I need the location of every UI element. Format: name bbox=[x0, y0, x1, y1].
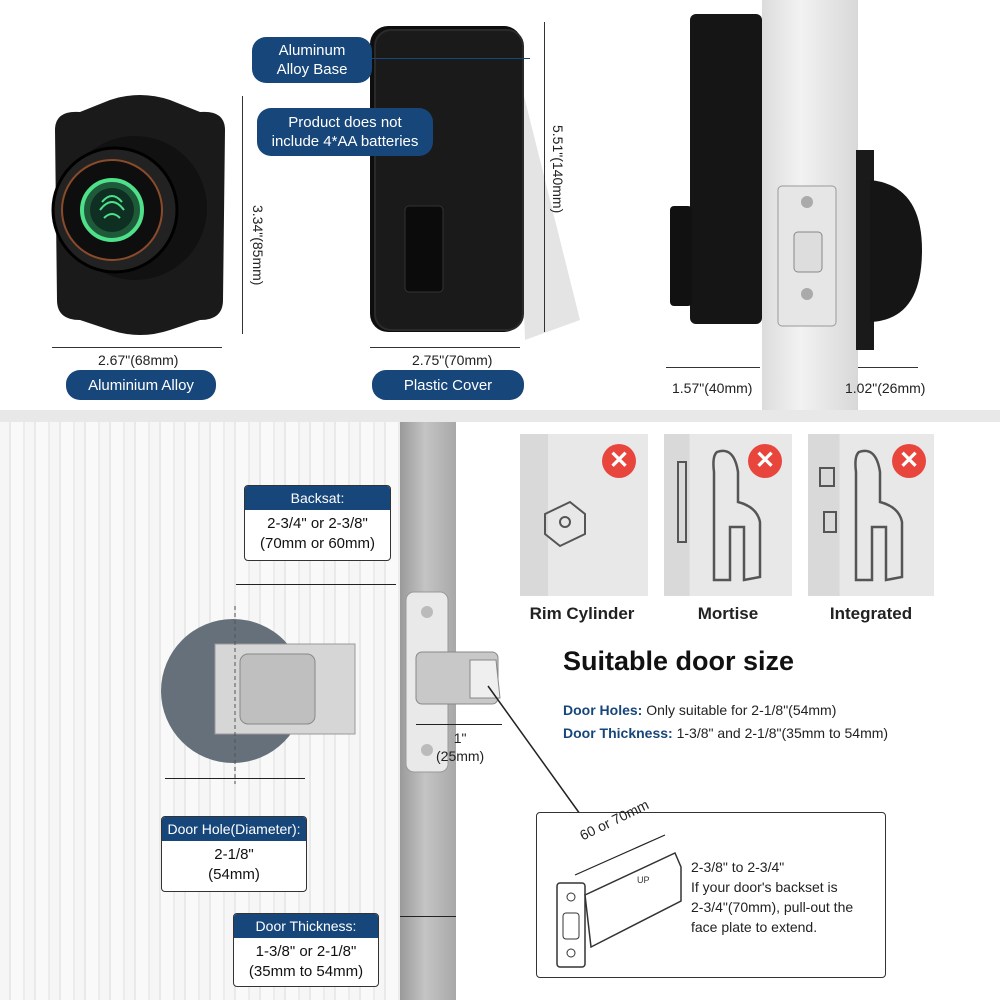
door-thickness-label: Door Thickness: bbox=[563, 725, 673, 741]
aluminum-base-leader bbox=[372, 58, 530, 59]
door-holes-spec: Door Holes: Only suitable for 2-1/8"(54m… bbox=[563, 702, 836, 718]
door-thickness-line bbox=[400, 916, 456, 917]
plastic-cover-callout: Plastic Cover bbox=[372, 370, 524, 400]
rim-cylinder-icon bbox=[544, 500, 586, 548]
x-icon: ✕ bbox=[892, 444, 926, 478]
rim-cylinder-label: Rim Cylinder bbox=[529, 604, 635, 623]
x-icon: ✕ bbox=[748, 444, 782, 478]
front-width-line bbox=[52, 347, 222, 348]
backset-title: Backsat: bbox=[245, 486, 390, 510]
lock-side-view-image bbox=[670, 14, 922, 350]
backset-box: Backsat: 2-3/4" or 2-3/8" (70mm or 60mm) bbox=[244, 485, 391, 561]
integrated-label: Integrated bbox=[829, 604, 913, 623]
adjustable-latch-image bbox=[556, 834, 682, 968]
no-batteries-callout: Product does not include 4*AA batteries bbox=[257, 108, 433, 156]
section-divider bbox=[0, 410, 1000, 422]
lock-rear-unit-image bbox=[370, 26, 580, 340]
aluminium-alloy-callout: Aluminium Alloy bbox=[66, 370, 216, 400]
door-thickness-spec: Door Thickness: 1-3/8" and 2-1/8"(35mm t… bbox=[563, 725, 888, 741]
backset-value: 2-3/4" or 2-3/8" (70mm or 60mm) bbox=[259, 515, 375, 552]
backset-line bbox=[236, 584, 396, 585]
mortise-label: Mortise bbox=[697, 604, 759, 623]
door-holes-label: Door Holes: bbox=[563, 702, 643, 718]
mortise-handle-icon bbox=[677, 449, 762, 582]
door-thickness-value: 1-3/8" or 2-1/8" (35mm to 54mm) bbox=[248, 943, 364, 980]
door-hole-value: 2-1/8" (54mm) bbox=[208, 846, 260, 883]
front-height-line bbox=[242, 96, 243, 334]
latch-dim: 1" (25mm) bbox=[436, 730, 485, 764]
front-width-dim: 2.67"(68mm) bbox=[98, 352, 179, 368]
latch-detail-box: 60 or 70mm UP 2-3/8" to 2-3/4" If your d… bbox=[536, 796, 886, 978]
door-hole-image bbox=[161, 606, 356, 784]
mortise-card: ✕ bbox=[664, 434, 792, 596]
side-left-dim: 1.57"(40mm) bbox=[672, 380, 753, 396]
latch-leader-line bbox=[487, 685, 581, 815]
keypad-width-line bbox=[370, 347, 520, 348]
suitable-title: Suitable door size bbox=[563, 646, 795, 676]
keypad-height-line bbox=[544, 22, 545, 332]
latch-dim-line bbox=[416, 724, 502, 725]
integrated-card: ✕ bbox=[808, 434, 934, 596]
rim-cylinder-card: ✕ bbox=[520, 434, 648, 596]
side-right-dim: 1.02"(26mm) bbox=[845, 380, 926, 396]
door-thickness-box: Door Thickness: 1-3/8" or 2-1/8" (35mm t… bbox=[233, 913, 379, 987]
side-left-line bbox=[666, 367, 760, 368]
latch-instructions: 2-3/8" to 2-3/4" If your door's backset … bbox=[691, 859, 854, 935]
integrated-handle-icon bbox=[819, 449, 904, 582]
top-product-section: 3.34"(85mm) 2.67"(68mm) Aluminium Alloy … bbox=[0, 0, 1000, 410]
fingerprint-lock-front-image bbox=[51, 95, 225, 335]
front-height-dim: 3.34"(85mm) bbox=[250, 205, 266, 286]
hole-diameter-line bbox=[165, 778, 305, 779]
keypad-height-dim: 5.51"(140mm) bbox=[550, 125, 566, 214]
aluminum-base-callout: Aluminum Alloy Base bbox=[252, 37, 372, 83]
door-thickness-title: Door Thickness: bbox=[234, 914, 378, 938]
latch-up-mark: UP bbox=[637, 875, 650, 885]
keypad-width-dim: 2.75"(70mm) bbox=[412, 352, 493, 368]
side-right-line bbox=[858, 367, 918, 368]
latch-faceplate-image bbox=[405, 591, 501, 773]
door-holes-value: Only suitable for 2-1/8"(54mm) bbox=[646, 702, 837, 718]
bottom-install-section: Backsat: 2-3/4" or 2-3/8" (70mm or 60mm)… bbox=[0, 422, 1000, 1000]
x-icon: ✕ bbox=[602, 444, 636, 478]
door-hole-box: Door Hole(Diameter): 2-1/8" (54mm) bbox=[161, 816, 307, 892]
door-hole-title: Door Hole(Diameter): bbox=[162, 817, 306, 841]
door-thickness-spec-value: 1-3/8" and 2-1/8"(35mm to 54mm) bbox=[676, 725, 889, 741]
